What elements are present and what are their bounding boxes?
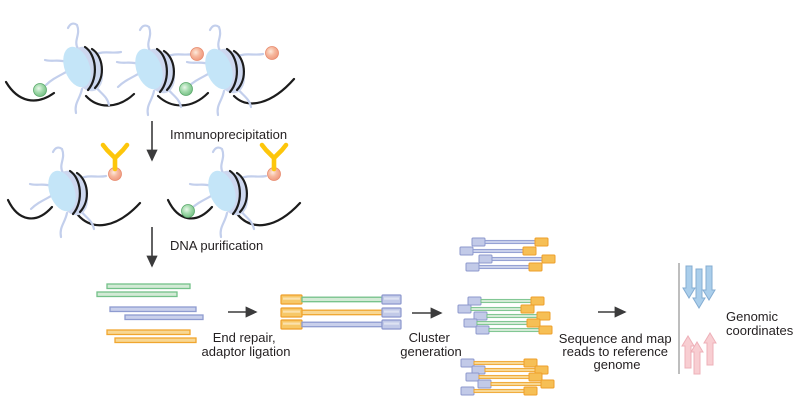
nucleosome <box>43 22 123 115</box>
linker-dna <box>76 201 142 227</box>
label-end-repair: End repair, adaptor ligation <box>202 330 291 359</box>
linker-dna <box>166 198 214 220</box>
dna-fragment-purple <box>124 314 204 321</box>
label-cluster-generation: Cluster generation <box>400 330 461 359</box>
nucleosome <box>28 146 108 239</box>
linker-dna <box>4 80 56 102</box>
cluster-orange <box>460 358 555 396</box>
green-modification-dot <box>33 83 47 97</box>
nucleosome <box>115 24 195 117</box>
antibody-icon <box>103 145 127 169</box>
chromatin-chain <box>4 22 296 117</box>
adaptor-fragment-purple <box>280 319 402 330</box>
reverse-read-arrow <box>690 341 704 375</box>
forward-read-arrow <box>692 268 706 309</box>
label-dna-purification: DNA purification <box>170 238 263 253</box>
label-immunoprecipitation: Immunoprecipitation <box>170 127 287 142</box>
label-genomic-coordinates: Genomic coordinates <box>726 309 794 338</box>
orange-modification-dot <box>190 47 204 61</box>
linker-dna <box>236 201 302 227</box>
adaptor-ligated-fragments <box>280 294 402 330</box>
green-modification-dot <box>179 82 193 96</box>
purified-dna-fragments <box>96 283 204 344</box>
dna-fragment-orange <box>106 329 191 336</box>
reverse-read-arrow <box>681 335 695 369</box>
nucleosome <box>188 146 268 239</box>
green-modification-dot <box>181 204 195 218</box>
forward-read-arrow <box>682 265 696 299</box>
label-sequence-map: Sequence and map reads to reference geno… <box>559 331 675 372</box>
forward-read-arrow <box>702 265 716 301</box>
linker-dna <box>6 198 54 220</box>
linker-dna <box>232 77 296 105</box>
adaptor-fragment-orange <box>280 307 402 318</box>
adaptor-fragment-green <box>280 294 402 305</box>
mapped-reads <box>678 263 717 375</box>
linker-dna <box>84 92 136 107</box>
dna-fragment-purple <box>109 306 197 313</box>
dna-fragment-orange <box>114 337 197 344</box>
orange-modification-dot <box>265 46 279 60</box>
dna-fragment-green <box>106 283 191 290</box>
cluster-green <box>457 296 553 335</box>
linker-dna <box>156 91 210 107</box>
dna-fragment-green <box>96 291 178 298</box>
antibody-icon <box>262 145 286 169</box>
reverse-read-arrow <box>703 332 717 366</box>
cluster-purple <box>459 237 556 272</box>
immunoprecipitated-complexes <box>6 145 302 239</box>
